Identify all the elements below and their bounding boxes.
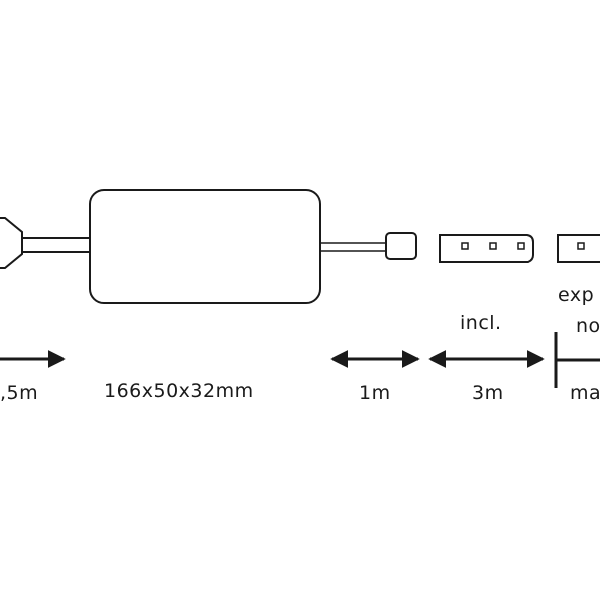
cable-length-label: ,5m (0, 382, 39, 404)
connector (385, 232, 417, 260)
driver-dimensions-label: 166x50x32mm (104, 380, 254, 402)
expansion-strip (557, 234, 600, 263)
strip-length-label: 3m (472, 382, 504, 404)
expansion-label-mid: no (576, 315, 600, 337)
led-chip (577, 242, 585, 250)
input-cable (22, 237, 90, 253)
expansion-label-bottom: ma (570, 382, 600, 404)
strip-included-note: incl. (460, 312, 502, 334)
led-strip (439, 234, 534, 263)
output-cable (320, 242, 386, 252)
expansion-label-top: exp (558, 284, 595, 306)
led-chip (461, 242, 469, 250)
plug-icon (0, 217, 23, 269)
driver-box (89, 189, 321, 304)
led-chip (489, 242, 497, 250)
connector-cable-label: 1m (359, 382, 391, 404)
led-chip (517, 242, 525, 250)
